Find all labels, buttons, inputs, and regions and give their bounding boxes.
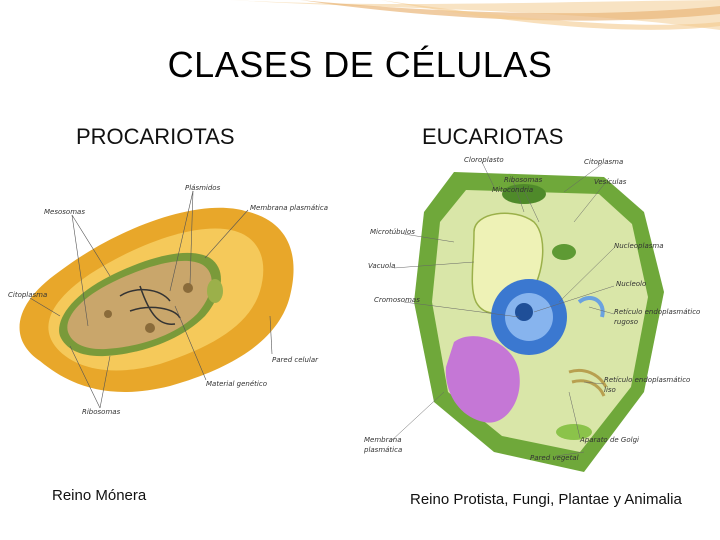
label-vesicles: Vesículas	[594, 178, 627, 186]
label-nucleoplasm: Nucleoplasma	[614, 242, 664, 250]
label-cytoplasm: Citoplasma	[8, 291, 47, 299]
label-ribosomes: Ribosomas	[82, 408, 121, 416]
label-membrane: Membrana plasmática	[250, 204, 328, 212]
label-rough-er-line2: rugoso	[614, 318, 638, 326]
label-nucleolus: Nucleolo	[616, 280, 646, 288]
label-cytoplasm-euk: Citoplasma	[584, 158, 623, 166]
label-smooth-er-line2: liso	[604, 386, 616, 394]
label-membrane-line2: plasmática	[363, 446, 402, 454]
label-golgi: Aparato de Golgi	[579, 436, 639, 444]
prokaryote-cell-diagram: Plásmidos Mesosomas Membrana plasmática …	[0, 176, 340, 428]
label-chromosomes: Cromosomas	[374, 296, 420, 304]
label-mitochondria: Mitocondria	[492, 186, 533, 194]
label-membrane-line1: Membrana	[364, 436, 402, 444]
label-mesosomes: Mesosomas	[44, 208, 85, 216]
label-ribosomes-euk: Ribosomas	[504, 176, 543, 184]
label-genetic-material: Material genético	[206, 380, 267, 388]
eukaryote-cell-diagram: Cloroplasto Citoplasma Ribosomas Vesícul…	[344, 152, 720, 490]
label-vacuole: Vacuola	[368, 262, 395, 270]
label-cell-wall-euk: Pared vegetal	[530, 454, 579, 462]
prokaryote-caption: Reino Mónera	[52, 486, 146, 506]
label-rough-er-line1: Retículo endoplasmático	[614, 308, 700, 316]
label-cell-wall: Pared celular	[272, 356, 319, 364]
label-chloroplast: Cloroplasto	[464, 156, 504, 164]
label-plasmids: Plásmidos	[185, 184, 221, 192]
prokaryote-heading: PROCARIOTAS	[76, 124, 235, 150]
label-smooth-er-line1: Retículo endoplasmático	[604, 376, 690, 384]
label-microtubules: Microtúbulos	[370, 228, 415, 236]
eukaryote-caption: Reino Protista, Fungi, Plantae y Animali…	[410, 490, 700, 510]
eukaryote-heading: EUCARIOTAS	[422, 124, 563, 150]
slide-title: CLASES DE CÉLULAS	[0, 44, 720, 86]
